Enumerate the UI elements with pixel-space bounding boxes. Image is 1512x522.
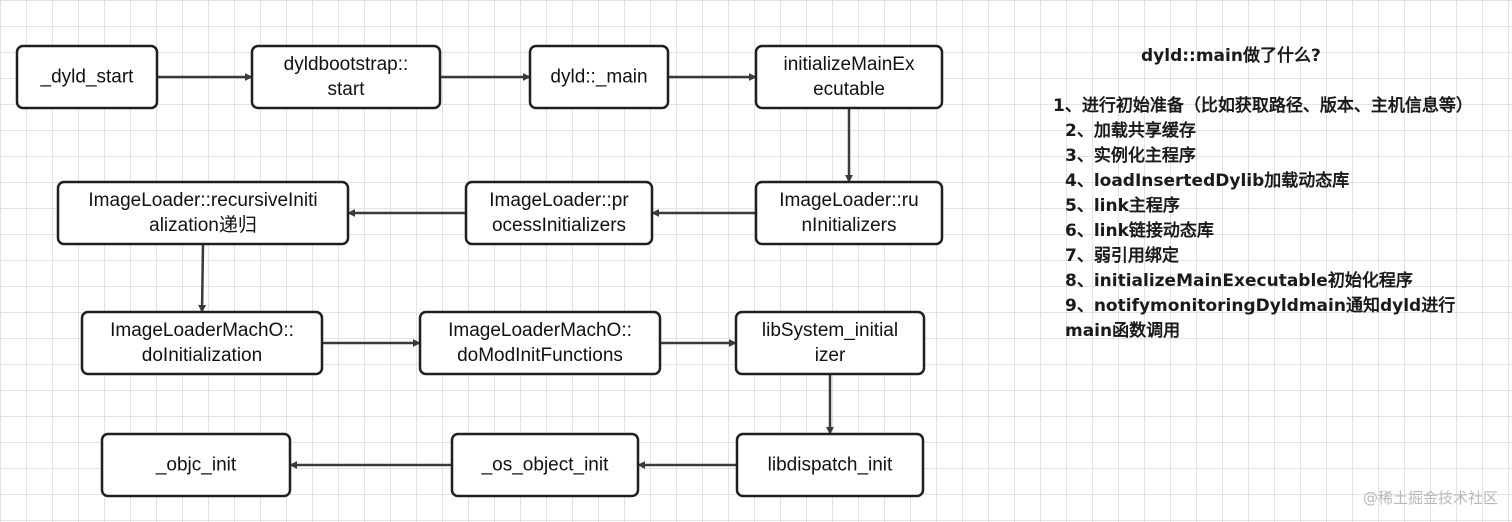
node-label-line: libSystem_initial bbox=[762, 320, 898, 341]
node-box bbox=[754, 180, 944, 246]
node-libdispatch-init: libdispatch_init bbox=[735, 432, 925, 498]
node-label-line: start bbox=[328, 79, 366, 100]
node-dyld-start: _dyld_start bbox=[15, 44, 159, 110]
flowchart: _dyld_start dyldbootstrap::start dyld::_ma… bbox=[15, 44, 944, 498]
node-box bbox=[56, 180, 350, 246]
node-label-line: ImageLoaderMachO:: bbox=[448, 320, 632, 341]
list-item: 8、initializeMainExecutable初始化程序 bbox=[1065, 271, 1413, 291]
edges bbox=[157, 73, 853, 469]
node-label-line: initializeMainEx bbox=[784, 54, 915, 75]
node-box bbox=[15, 44, 159, 110]
list-item: 2、加载共享缓存 bbox=[1065, 121, 1196, 141]
node-label-line: dyld::_main bbox=[550, 67, 647, 88]
node-label-line: ImageLoaderMachO:: bbox=[110, 320, 294, 341]
node-bootstrap-start: dyldbootstrap::start bbox=[250, 44, 442, 110]
node-box bbox=[754, 44, 944, 110]
node-label-line: _objc_init bbox=[155, 455, 237, 476]
node-box bbox=[80, 310, 324, 376]
nodes: _dyld_start dyldbootstrap::start dyld::_ma… bbox=[15, 44, 944, 498]
node-label-line: ImageLoader::pr bbox=[489, 190, 629, 211]
node-objc-init: _objc_init bbox=[100, 432, 292, 498]
node-label-line: doModInitFunctions bbox=[457, 345, 623, 366]
node-box bbox=[450, 432, 640, 498]
node-box bbox=[100, 432, 292, 498]
explanation-panel: dyld::main做了什么? 1、进行初始准备（比如获取路径、版本、主机信息等… bbox=[1053, 44, 1473, 344]
node-box bbox=[735, 432, 925, 498]
arrow-recursive-init-to-do-initialization bbox=[198, 243, 207, 313]
node-label-line: doInitialization bbox=[142, 345, 262, 366]
list-item: 9、notifymonitoringDyldmain通知dyld进行main函数… bbox=[1065, 296, 1456, 341]
list-item: 4、loadInsertedDylib加载动态库 bbox=[1065, 171, 1350, 191]
node-label-line: libdispatch_init bbox=[768, 455, 893, 476]
list-item: 3、实例化主程序 bbox=[1065, 146, 1196, 166]
node-label-line: ecutable bbox=[813, 79, 885, 100]
list-item: 1、进行初始准备（比如获取路径、版本、主机信息等） bbox=[1053, 96, 1473, 116]
node-dyld-main: dyld::_main bbox=[528, 44, 670, 110]
list-item: 7、弱引用绑定 bbox=[1065, 246, 1179, 266]
node-label-line: alization递归 bbox=[149, 214, 257, 236]
node-label-line: izer bbox=[815, 345, 846, 366]
node-label-line: _os_object_init bbox=[481, 455, 609, 476]
panel-title: dyld::main做了什么? bbox=[1141, 46, 1321, 66]
node-box bbox=[464, 180, 654, 246]
watermark: @稀土掘金技术社区 bbox=[1362, 489, 1498, 507]
node-label-line: dyldbootstrap:: bbox=[284, 54, 409, 75]
node-init-main-exe: initializeMainEx ecutable bbox=[754, 44, 944, 110]
node-box bbox=[528, 44, 670, 110]
node-do-mod-init: ImageLoaderMachO::doModInitFunctions bbox=[418, 310, 662, 376]
node-os-object-init: _os_object_init bbox=[450, 432, 640, 498]
node-label-line: ocessInitializers bbox=[492, 215, 626, 236]
node-box bbox=[418, 310, 662, 376]
list-item: 5、link主程序 bbox=[1065, 196, 1180, 216]
list-item: 6、link链接动态库 bbox=[1065, 221, 1214, 241]
node-label-line: ImageLoader::ru bbox=[779, 190, 918, 211]
node-label-line: nInitializers bbox=[801, 215, 896, 236]
node-label-line: ImageLoader::recursiveIniti bbox=[88, 190, 317, 211]
node-label-line: _dyld_start bbox=[40, 67, 135, 88]
node-box bbox=[250, 44, 442, 110]
node-box bbox=[734, 310, 926, 376]
step-list: 1、进行初始准备（比如获取路径、版本、主机信息等） 2、加载共享缓存 3、实例化… bbox=[1053, 94, 1473, 344]
node-do-initialization: ImageLoaderMachO::doInitialization bbox=[80, 310, 324, 376]
